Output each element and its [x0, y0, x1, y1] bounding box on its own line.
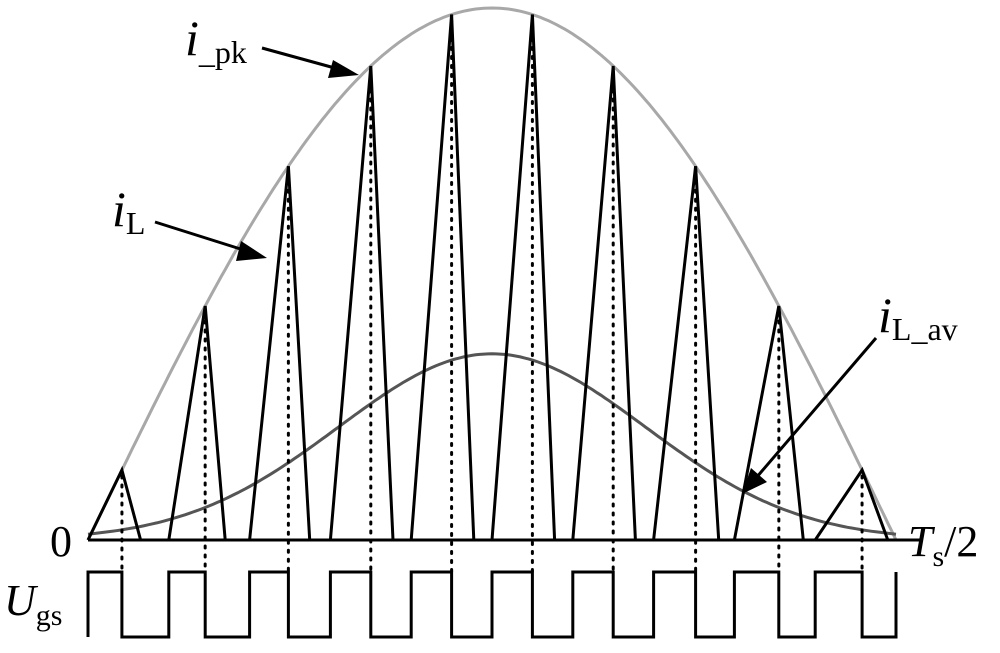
label-origin: 0 [50, 517, 72, 566]
label-i-l: iL [112, 181, 145, 241]
peak-envelope-curve [86, 6, 898, 541]
label-u-gs: Ugs [4, 576, 62, 632]
label-i-pk: i_pk [185, 10, 247, 70]
arrow-i-l-av [742, 337, 878, 494]
label-ts-half: Ts/2 [908, 517, 978, 573]
inductor-current-waveform [86, 14, 890, 541]
arrow-i-pk [261, 46, 359, 78]
dotted-guide-lines [120, 19, 864, 574]
label-i-l-av: iL_av [878, 287, 958, 347]
arrow-i-l [154, 220, 267, 261]
average-current-curve [87, 352, 897, 536]
gate-signal-waveform [86, 570, 898, 639]
